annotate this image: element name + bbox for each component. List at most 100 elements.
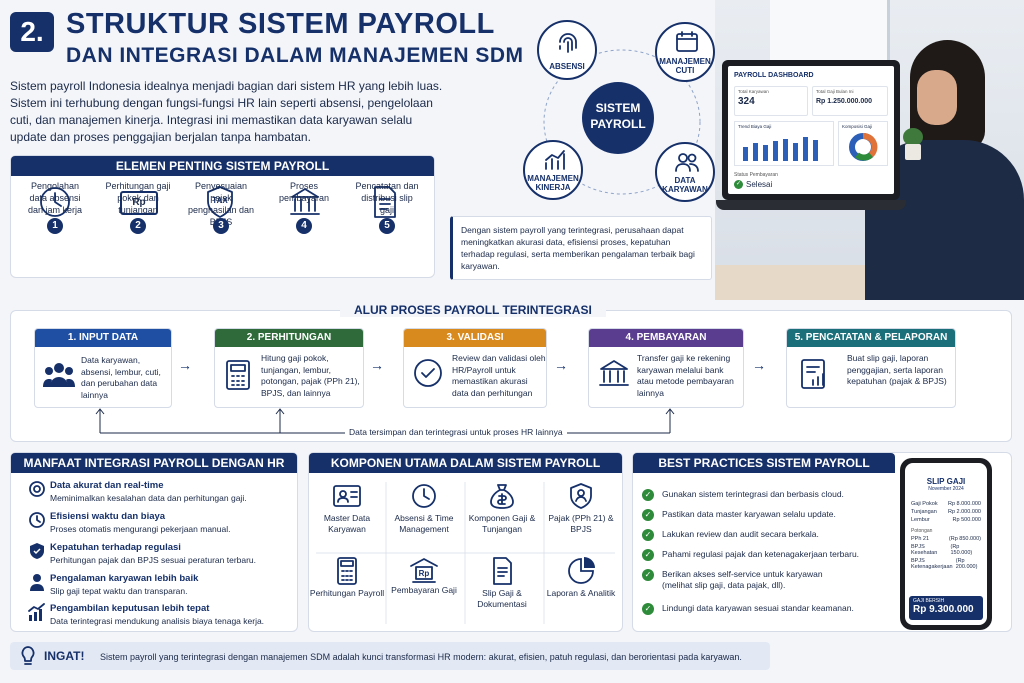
loop-text: Data tersimpan dan terintegrasi untuk pr… <box>345 427 567 437</box>
stat-card-gaji: Total Gaji Bulan Ini Rp 1.250.000.000 <box>812 86 888 116</box>
flow-step-text: Hitung gaji pokok, tunjangan, lembur, po… <box>261 353 360 398</box>
manfaat-item-desc: Proses otomatis mengurangi pekerjaan man… <box>50 524 231 534</box>
bar-chart-icon <box>545 150 565 170</box>
flow-step-5: 5. PENCATATAN & PELAPORAN Buat slip gaji… <box>786 328 956 408</box>
flow-step-title: 4. PEMBAYARAN <box>589 329 743 347</box>
flow-step-text: Buat slip gaji, laporan penggajian, sert… <box>847 353 947 386</box>
flow-step-1: 1. INPUT DATA Data karyawan, absensi, le… <box>34 328 172 408</box>
best-item-text: Berikan akses self-service untuk karyawa… <box>662 569 823 590</box>
bank-icon <box>290 188 320 215</box>
elemen-label: Pengolahan data absensi dan jam kerja <box>27 181 83 215</box>
elemen-panel: ELEMEN PENTING SISTEM PAYROLL <box>10 155 435 278</box>
laptop-screen: PAYROLL DASHBOARD Total Karyawan 324 Tot… <box>722 60 900 200</box>
slip-net-value: Rp 9.300.000 <box>913 604 974 615</box>
arrow-icon: → <box>554 357 568 373</box>
slip-net-label: GAJI BERSIH <box>913 598 945 604</box>
check-icon: ✓ <box>642 489 654 501</box>
manfaat-item-title: Data akurat dan real-time <box>50 480 164 491</box>
trend-chart: Trend Biaya Gaji <box>734 121 834 166</box>
elemen-number: 4 <box>296 218 312 234</box>
elemen-title: ELEMEN PENTING SISTEM PAYROLL <box>11 156 434 176</box>
lightbulb-icon <box>21 646 35 665</box>
komponen-label: Perhitungan Payroll <box>309 588 385 598</box>
elemen-item-4: Proses pembayaran 4 <box>264 180 344 234</box>
komponen-grid-lines <box>316 482 615 624</box>
page-title: STRUKTUR SISTEM PAYROLL <box>66 8 495 40</box>
komponen-item-4: Pajak (PPh 21) & BPJS <box>542 482 620 535</box>
clock-icon <box>412 484 436 508</box>
best-item-text: Lakukan review dan audit secara berkala. <box>662 529 819 539</box>
slip-row: BPJS Kesehatan(Rp 150.000) <box>911 544 973 556</box>
best-item-3: ✓Lakukan review dan audit secara berkala… <box>642 529 902 541</box>
node-label: DATA KARYAWAN <box>662 176 708 194</box>
slip-net-box: GAJI BERSIH Rp 9.300.000 <box>909 596 983 620</box>
check-icon: ✓ <box>642 569 654 581</box>
elemen-label: Proses pembayaran <box>278 181 330 203</box>
calendar-icon <box>676 31 698 52</box>
flow-step-text: Review dan validasi oleh HR/Payroll untu… <box>452 353 546 398</box>
komponen-label: Pembayaran Gaji <box>391 585 457 595</box>
elemen-icon-row: Rp TAX <box>10 185 435 225</box>
slip-period: November 2024 <box>928 486 964 492</box>
flow-step-text: Transfer gaji ke rekening karyawan melal… <box>637 353 734 398</box>
shield-check-icon <box>30 543 44 559</box>
manfaat-panel: MANFAAT INTEGRASI PAYROLL DENGAN HR <box>10 452 298 632</box>
komponen-item-8: Laporan & Analitik <box>542 557 620 599</box>
komponen-label: Komponen Gaji & Tunjangan <box>468 513 536 534</box>
node-label: MANAJEMEN KINERJA <box>527 174 579 192</box>
users-icon <box>43 363 75 387</box>
elemen-number: 5 <box>379 218 395 234</box>
fingerprint-icon <box>559 33 577 53</box>
pie-chart-icon <box>568 557 595 584</box>
page-subtitle: DAN INTEGRASI DALAM MANAJEMEN SDM <box>66 44 524 67</box>
flow-step-3: 3. VALIDASI Review dan validasi oleh HR/… <box>403 328 547 408</box>
node-kinerja: MANAJEMEN KINERJA <box>523 140 583 200</box>
komponen-label: Absensi & Time Management <box>394 513 454 534</box>
best-item-text: Pahami regulasi pajak dan ketenagakerjaa… <box>662 549 860 559</box>
arrow-icon: → <box>178 357 192 373</box>
chart-label: Komposisi Gaji <box>842 124 873 129</box>
document-icon <box>374 186 396 218</box>
dashboard-screen: PAYROLL DASHBOARD Total Karyawan 324 Tot… <box>728 66 894 194</box>
elemen-item-2: Perhitungan gaji pokok dan tunjangan 2 <box>98 180 178 234</box>
plant-icon <box>900 128 926 162</box>
bank-icon <box>599 360 629 386</box>
report-icon <box>801 359 825 389</box>
komponen-item-5: Perhitungan Payroll <box>308 557 386 599</box>
elemen-item-3: Penyesuaian pajak penghasilan dan BPJS3 <box>181 180 261 234</box>
intro-paragraph: Sistem payroll Indonesia idealnya menjad… <box>10 79 443 144</box>
flow-step-title: 3. VALIDASI <box>404 329 546 347</box>
manfaat-item-title: Kepatuhan terhadap regulasi <box>50 542 181 553</box>
money-icon: Rp <box>120 191 158 215</box>
ingat-banner <box>10 642 770 670</box>
slip-row: BPJS Ketenagakerjaan(Rp 200.000) <box>911 558 978 570</box>
best-item-text: Pastikan data master karyawan selalu upd… <box>662 509 836 519</box>
elemen-number: 2 <box>130 218 146 234</box>
best-item-text: Gunakan sistem terintegrasi dan berbasis… <box>662 489 844 499</box>
best-item-text: Lindungi data karyawan sesuai standar ke… <box>662 603 854 613</box>
komponen-title: KOMPONEN UTAMA DALAM SISTEM PAYROLL <box>309 453 622 473</box>
elemen-number: 3 <box>213 218 229 234</box>
elemen-label: Perhitungan gaji pokok dan tunjangan <box>105 181 171 215</box>
stat-value: Rp 1.250.000.000 <box>816 98 873 105</box>
money-bag-icon <box>490 484 514 509</box>
slip-potongan-label: Potongan <box>911 528 933 534</box>
node-label: MANAJEMEN CUTI <box>659 57 711 75</box>
arrow-icon: → <box>370 357 384 373</box>
node-data-karyawan: DATA KARYAWAN <box>655 142 715 202</box>
stat-label: Total Karyawan <box>738 89 769 94</box>
check-circle-icon <box>414 359 442 387</box>
best-item-2: ✓Pastikan data master karyawan selalu up… <box>642 509 902 521</box>
check-icon: ✓ <box>734 180 743 189</box>
desk <box>715 265 865 300</box>
